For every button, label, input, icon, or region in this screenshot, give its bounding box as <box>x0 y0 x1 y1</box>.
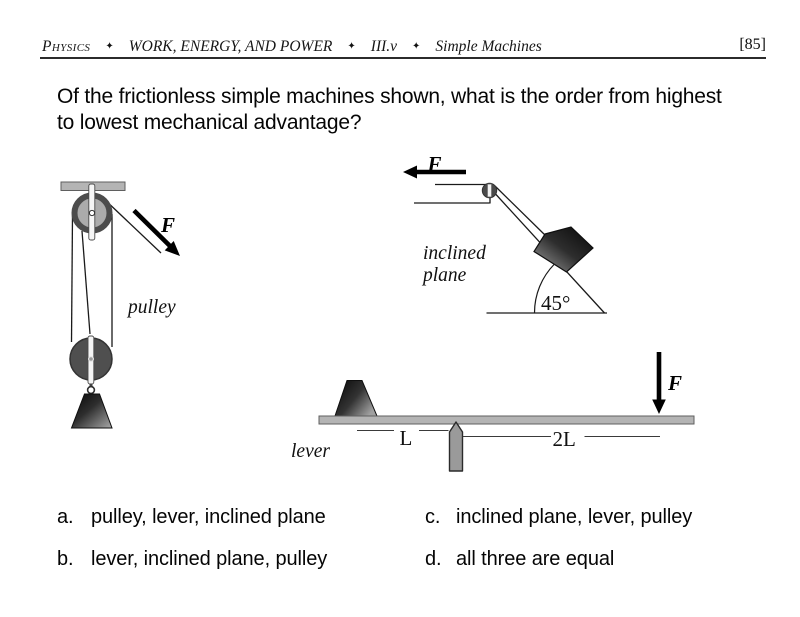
angle-arc <box>533 263 555 314</box>
pulley-strap <box>487 183 492 198</box>
header-chapter: WORK, ENERGY, AND POWER <box>128 38 333 55</box>
question-text: Of the frictionless simple machines show… <box>57 85 722 134</box>
incline-block <box>533 226 594 273</box>
pulley-diagram: F pulley <box>60 181 180 429</box>
diamond-separator-icon: ✦ <box>347 41 356 52</box>
fulcrum <box>448 421 464 472</box>
force-label: F <box>427 152 442 176</box>
lever-diagram: F L 2L lever <box>291 352 695 472</box>
lever-beam <box>318 415 695 425</box>
choice-c-letter: c. <box>425 506 441 528</box>
lever-weight <box>334 380 378 417</box>
choice-c: c. inclined plane, lever, pulley <box>425 506 692 529</box>
choice-d-text: all three are equal <box>456 548 615 570</box>
axle <box>88 209 96 217</box>
header-subject: Physics <box>42 38 91 55</box>
force-arrow <box>132 208 172 248</box>
hook-link <box>89 383 93 387</box>
hanging-weight <box>70 393 113 429</box>
arrowhead-icon <box>164 241 180 256</box>
inclined-plane-label-line2: plane <box>421 265 467 286</box>
arrowhead-icon <box>403 165 417 179</box>
angle-label: 45° <box>541 291 570 315</box>
rope-line <box>494 185 548 238</box>
choice-d: d. all three are equal <box>425 548 614 571</box>
choice-d-letter: d. <box>425 548 442 570</box>
choice-a: a. pulley, lever, inclined plane <box>57 506 326 529</box>
rope-line <box>81 230 91 335</box>
header-rule <box>40 57 766 59</box>
axle <box>87 356 94 363</box>
long-arm-label: 2L <box>553 427 576 451</box>
page-number: [85] <box>739 36 766 53</box>
hook-ring <box>86 385 96 395</box>
header-section: III.v <box>370 38 398 55</box>
short-arm-label: L <box>400 426 413 450</box>
choice-b: b. lever, inclined plane, pulley <box>57 548 327 571</box>
diamond-separator-icon: ✦ <box>105 41 114 52</box>
page-header: Physics ✦ WORK, ENERGY, AND POWER ✦ III.… <box>42 38 542 56</box>
lever-label: lever <box>291 441 330 462</box>
header-topic: Simple Machines <box>435 38 542 55</box>
inclined-plane-diagram: F 45° inclined plane <box>403 152 607 315</box>
arrowhead-icon <box>652 399 666 414</box>
force-label: F <box>160 213 175 237</box>
force-label: F <box>667 371 682 395</box>
choice-b-text: lever, inclined plane, pulley <box>91 548 328 570</box>
inclined-plane-label-line1: inclined <box>423 243 486 264</box>
choice-a-letter: a. <box>57 506 74 528</box>
diamond-separator-icon: ✦ <box>412 41 421 52</box>
pulley-label: pulley <box>126 297 176 318</box>
rope-line <box>102 197 162 254</box>
choice-c-text: inclined plane, lever, pulley <box>456 506 693 528</box>
choice-a-text: pulley, lever, inclined plane <box>91 506 326 528</box>
choice-b-letter: b. <box>57 548 74 570</box>
rope-line <box>70 213 74 343</box>
